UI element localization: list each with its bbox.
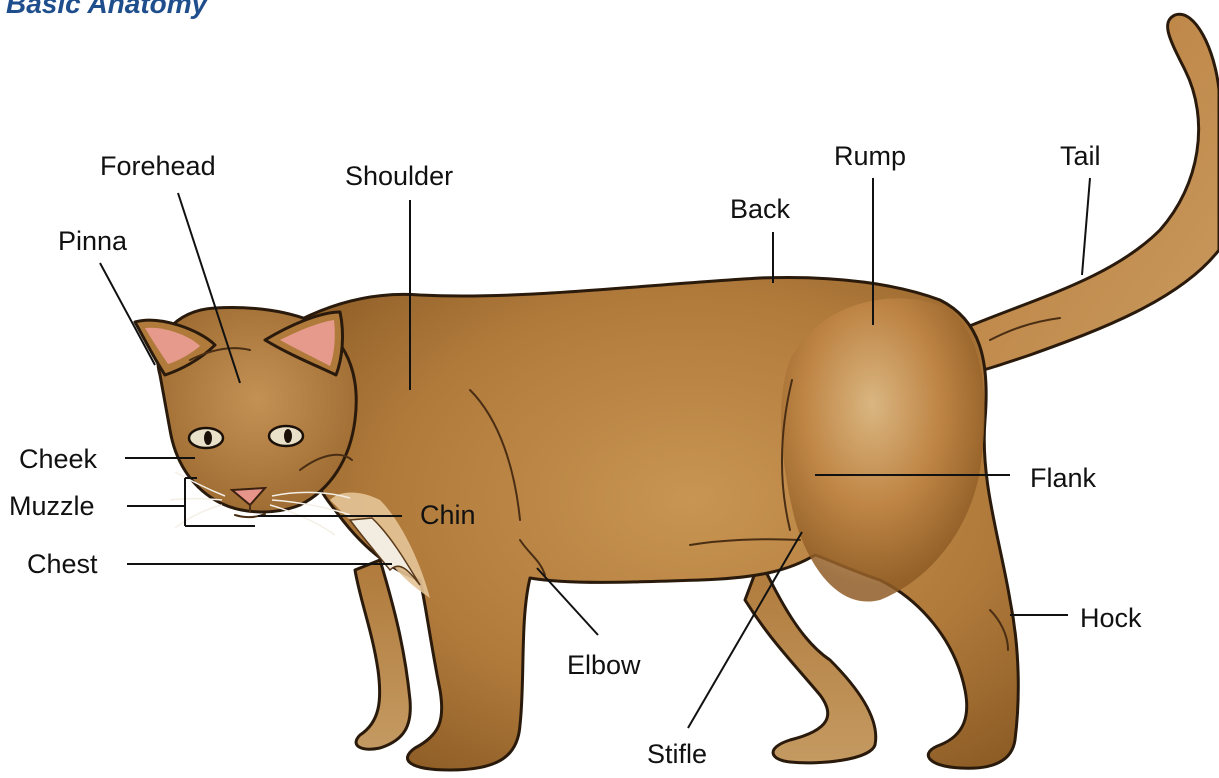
label-rump: Rump	[834, 141, 906, 171]
right-pupil	[284, 429, 292, 443]
left-pupil	[204, 431, 212, 445]
label-stifle: Stifle	[647, 739, 707, 769]
label-flank: Flank	[1030, 463, 1097, 493]
far-front-leg	[355, 560, 410, 749]
label-back: Back	[730, 194, 791, 224]
label-chin: Chin	[420, 500, 476, 530]
label-hock: Hock	[1080, 603, 1142, 633]
label-tail: Tail	[1060, 141, 1101, 171]
label-forehead: Forehead	[100, 151, 216, 181]
label-cheek: Cheek	[19, 444, 98, 474]
label-shoulder: Shoulder	[345, 161, 453, 191]
label-pinna: Pinna	[58, 226, 128, 256]
label-chest: Chest	[27, 549, 98, 579]
label-elbow: Elbow	[567, 650, 641, 680]
label-muzzle: Muzzle	[9, 491, 95, 521]
